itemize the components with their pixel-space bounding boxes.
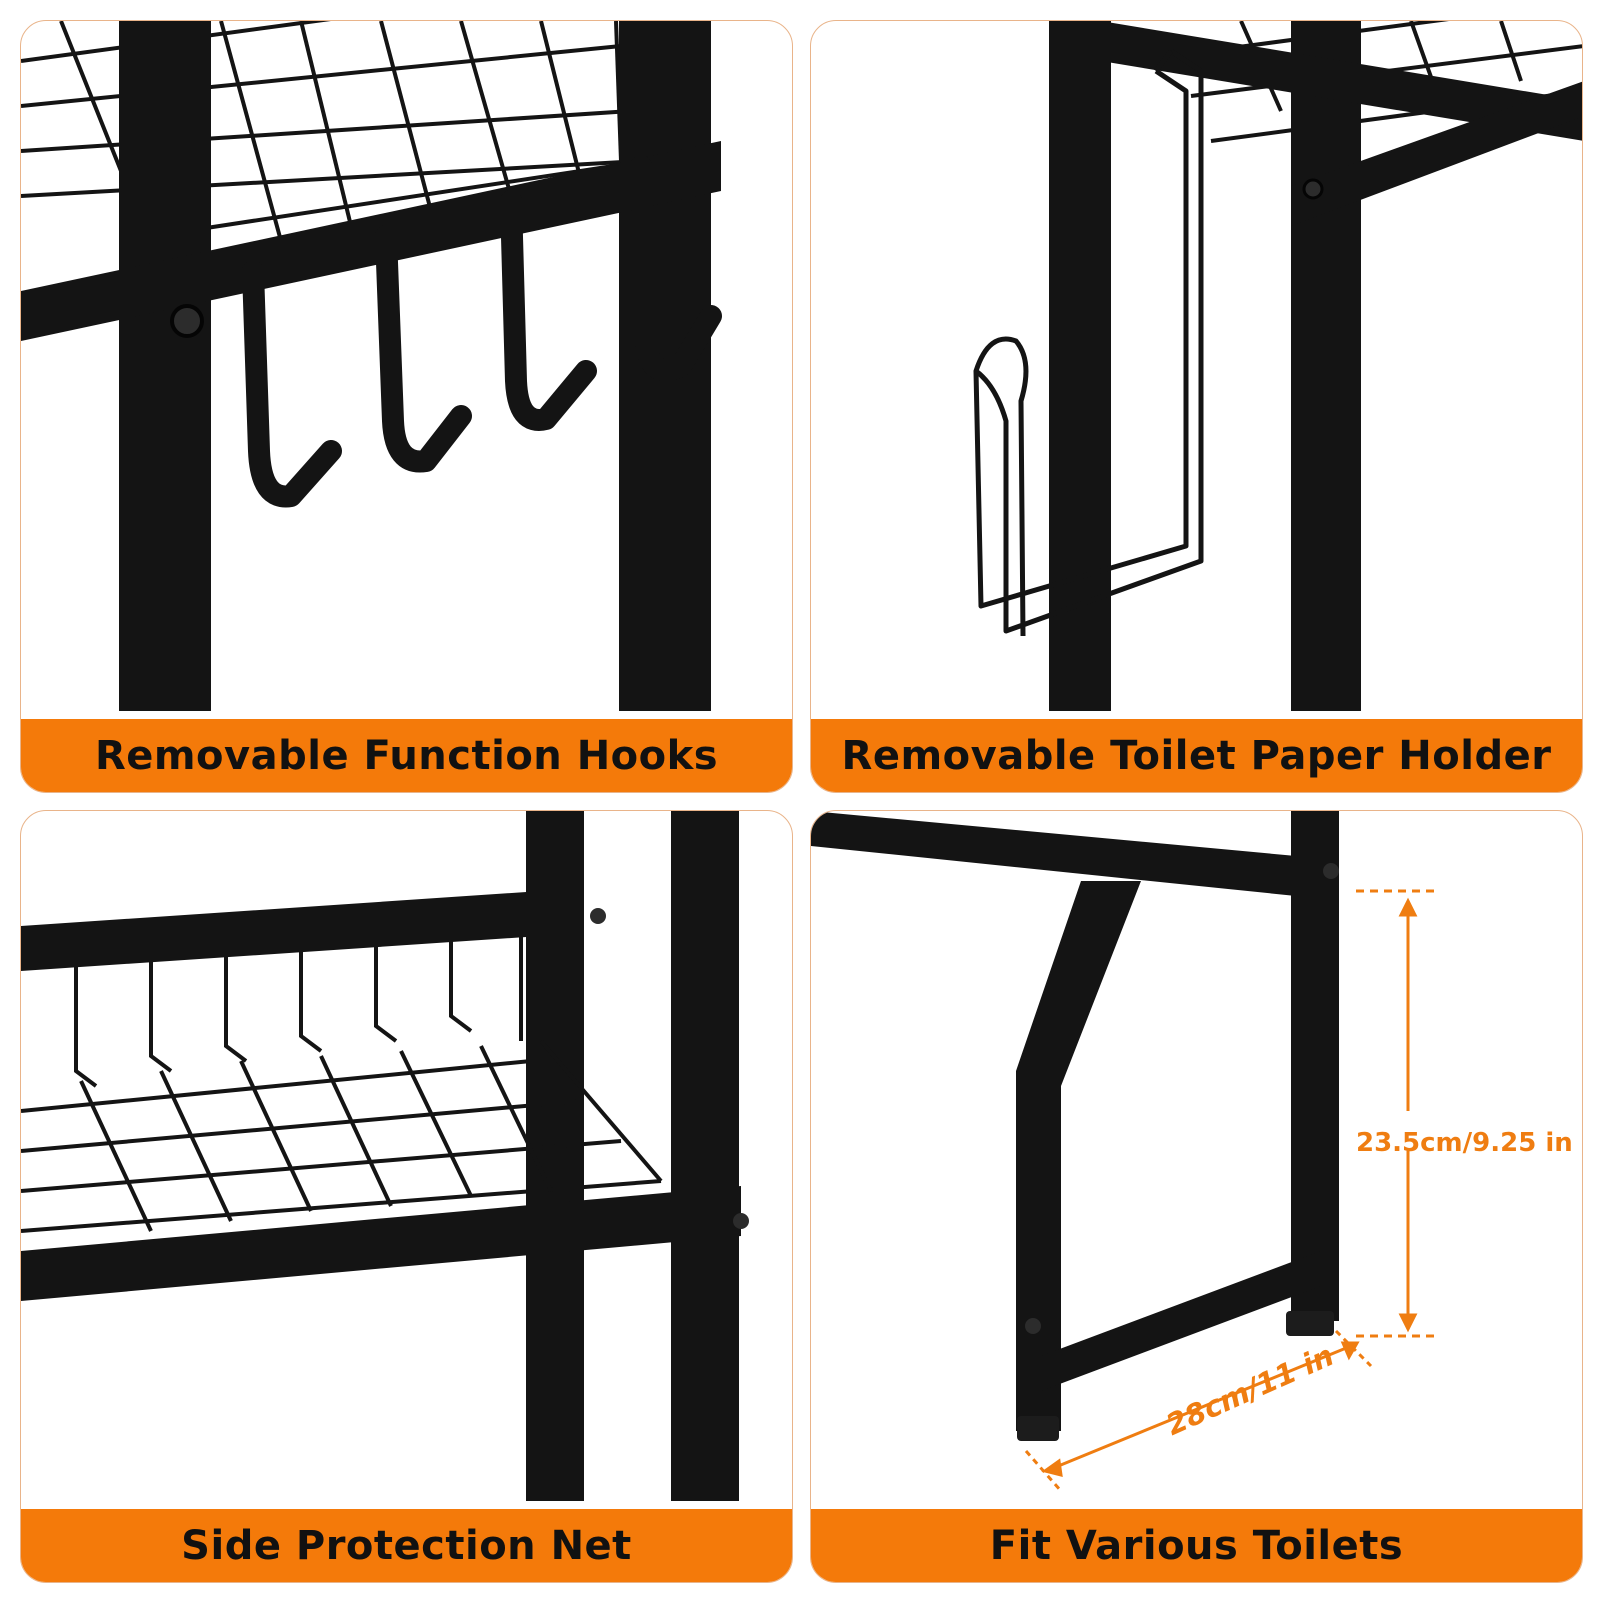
frame-upper-bar bbox=[21, 891, 541, 971]
hook-group bbox=[242, 155, 722, 508]
hook-4 bbox=[630, 155, 722, 381]
frame-bolt bbox=[1323, 863, 1339, 879]
panel-function-hooks: Removable Function Hooks bbox=[20, 20, 793, 793]
caption-function-hooks: Removable Function Hooks bbox=[21, 719, 792, 792]
frame-bolt bbox=[1302, 178, 1324, 200]
frame-angled-leg bbox=[1016, 881, 1141, 1431]
hook-2 bbox=[375, 225, 472, 473]
frame-post-left bbox=[1049, 21, 1111, 711]
frame-post-left bbox=[119, 21, 211, 711]
panel-toilets: 23.5cm/9.25 in 28cm/11 in Fit Various To… bbox=[810, 810, 1583, 1583]
frame-crossbar bbox=[21, 141, 721, 341]
caption-side-net: Side Protection Net bbox=[21, 1509, 792, 1582]
height-dimension-label: 23.5cm/9.25 in bbox=[1356, 1128, 1573, 1158]
frame-top-rail bbox=[811, 811, 1296, 896]
frame-lower-bar bbox=[21, 1186, 741, 1301]
wire-shelf-grid bbox=[21, 1039, 663, 1233]
caption-toilets: Fit Various Toilets bbox=[811, 1509, 1582, 1582]
side-protection-net bbox=[74, 911, 523, 1088]
hook-1 bbox=[242, 260, 342, 508]
frame-bolt bbox=[1025, 1318, 1041, 1334]
panel-paper-holder: Removable Toilet Paper Holder bbox=[810, 20, 1583, 793]
paper-holder-illustration bbox=[973, 21, 1582, 711]
hook-3 bbox=[500, 190, 597, 431]
caption-paper-holder: Removable Toilet Paper Holder bbox=[811, 719, 1582, 792]
frame-top-bar bbox=[1101, 21, 1582, 141]
side-net-illustration bbox=[21, 811, 749, 1501]
panel-side-net: Side Protection Net bbox=[20, 810, 793, 1583]
toilet-paper-holder bbox=[973, 48, 1204, 637]
height-dimension-arrow bbox=[1356, 889, 1436, 1338]
frame-lower-brace bbox=[1041, 1251, 1321, 1391]
leveling-foot-right bbox=[1286, 1311, 1334, 1336]
frame-post-right bbox=[1291, 811, 1339, 1321]
frame-post-front bbox=[671, 811, 739, 1501]
width-dimension-arrow bbox=[1024, 1329, 1373, 1492]
frame-bolt bbox=[170, 304, 204, 338]
frame-bolt bbox=[733, 1213, 749, 1229]
leveling-foot-left bbox=[1017, 1416, 1059, 1441]
frame-post-right bbox=[1291, 21, 1361, 711]
hooks-illustration bbox=[21, 21, 722, 711]
frame-bolt bbox=[590, 908, 606, 924]
toilets-illustration bbox=[811, 811, 1436, 1492]
frame-side-bar bbox=[1291, 81, 1582, 226]
